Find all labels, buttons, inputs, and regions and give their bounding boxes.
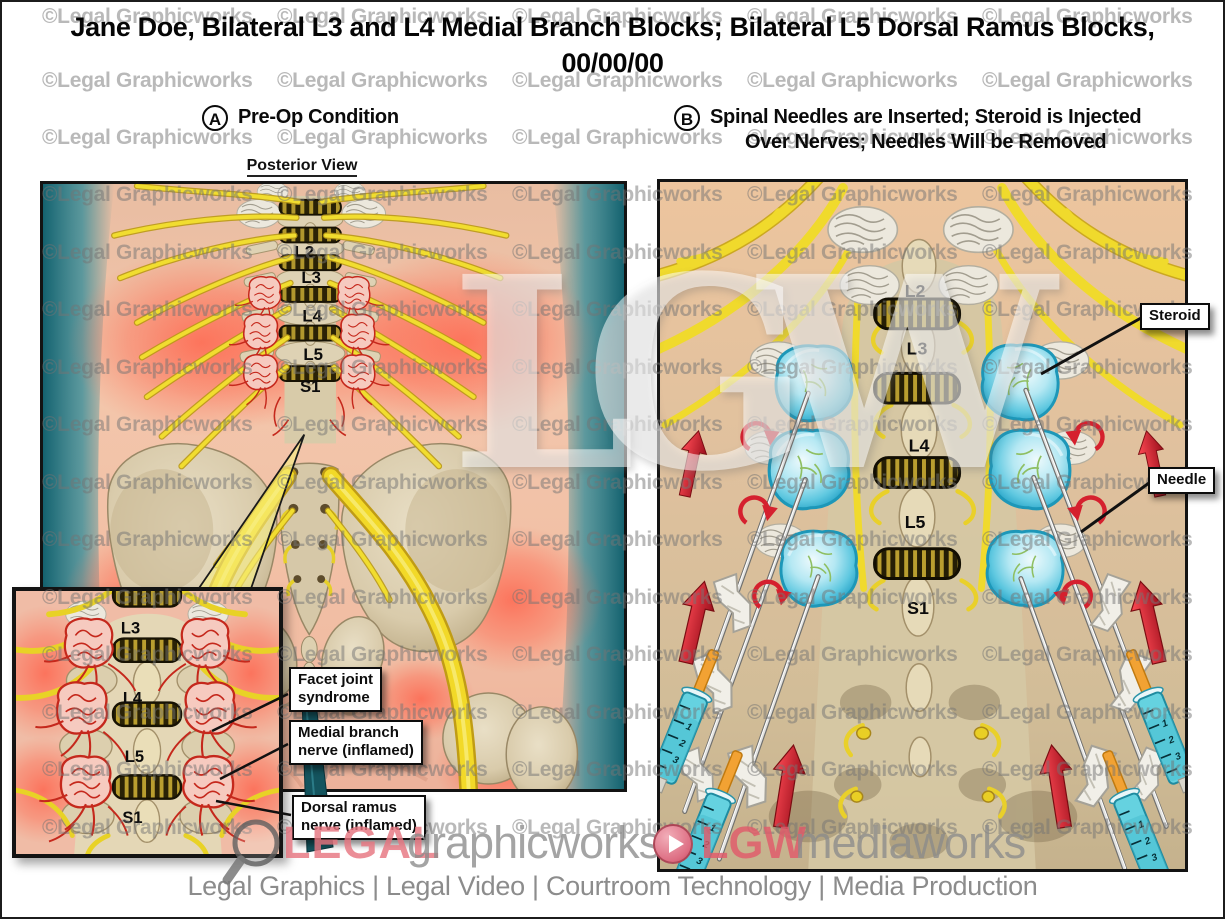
inflamed-facet-joints — [228, 275, 391, 437]
spine-level-label-l4: L4 — [909, 436, 930, 456]
spine-level-label-l5: L5 — [303, 345, 323, 364]
callout-needle: Needle — [1148, 467, 1216, 494]
spine-level-label-l4: L4 — [302, 307, 322, 326]
spine-level-label-l5: L5 — [905, 512, 926, 532]
spine-level-label-l3: L3 — [301, 268, 321, 287]
panel-a-header: A Pre-Op Condition — [202, 105, 399, 131]
logo-graphicworks-wordmark: graphicworks — [407, 817, 661, 868]
footer-tagline: Legal Graphics | Legal Video | Courtroom… — [187, 871, 1038, 901]
inset-spinous — [132, 661, 162, 844]
callout-steroid: Steroid — [1140, 303, 1210, 330]
magnifier-beam — [197, 434, 306, 590]
panel-b-badge: B — [674, 105, 700, 131]
spine-level-label-l2: L2 — [905, 281, 926, 301]
spine-level-label-l2: L2 — [294, 242, 314, 261]
title-date: 00/00/00 — [561, 48, 664, 78]
spine-level-label-l5: L5 — [125, 748, 144, 766]
panel-b-heading-line2: Over Nerves; Needles Will be Removed — [744, 131, 1107, 153]
nerve-trunks — [648, 171, 1197, 819]
spine-level-label-s1: S1 — [122, 809, 142, 827]
play-button-icon — [653, 824, 693, 864]
logo-mediaworks-wordmark: mediaworks — [795, 817, 1026, 868]
spine-level-label-l3: L3 — [907, 338, 928, 358]
panel-a-badge: A — [202, 105, 228, 131]
magnifier-logo-icon — [222, 819, 280, 885]
exhibit-title: Jane Doe, Bilateral L3 and L4 Medial Bra… — [2, 12, 1223, 79]
spine-level-label-l4: L4 — [123, 690, 143, 708]
panel-b-heading-line1: Spinal Needles are Inserted; Steroid is … — [710, 106, 1142, 128]
panel-b-header: B Spinal Needles are Inserted; Steroid i… — [674, 105, 1142, 155]
spine-level-label-s1: S1 — [907, 598, 929, 618]
title-line1: Jane Doe, Bilateral L3 and L4 Medial Bra… — [70, 12, 1155, 42]
spine-level-label-l3: L3 — [121, 620, 140, 638]
spinous-processes — [898, 238, 938, 778]
posterior-view-label: Posterior View — [232, 157, 372, 177]
logo-lgw-wordmark: LGW — [701, 817, 806, 868]
panel-a-heading: Pre-Op Condition — [238, 106, 399, 128]
inset-inflamed-facets — [34, 617, 258, 843]
spine-level-label-s1: S1 — [300, 377, 321, 396]
